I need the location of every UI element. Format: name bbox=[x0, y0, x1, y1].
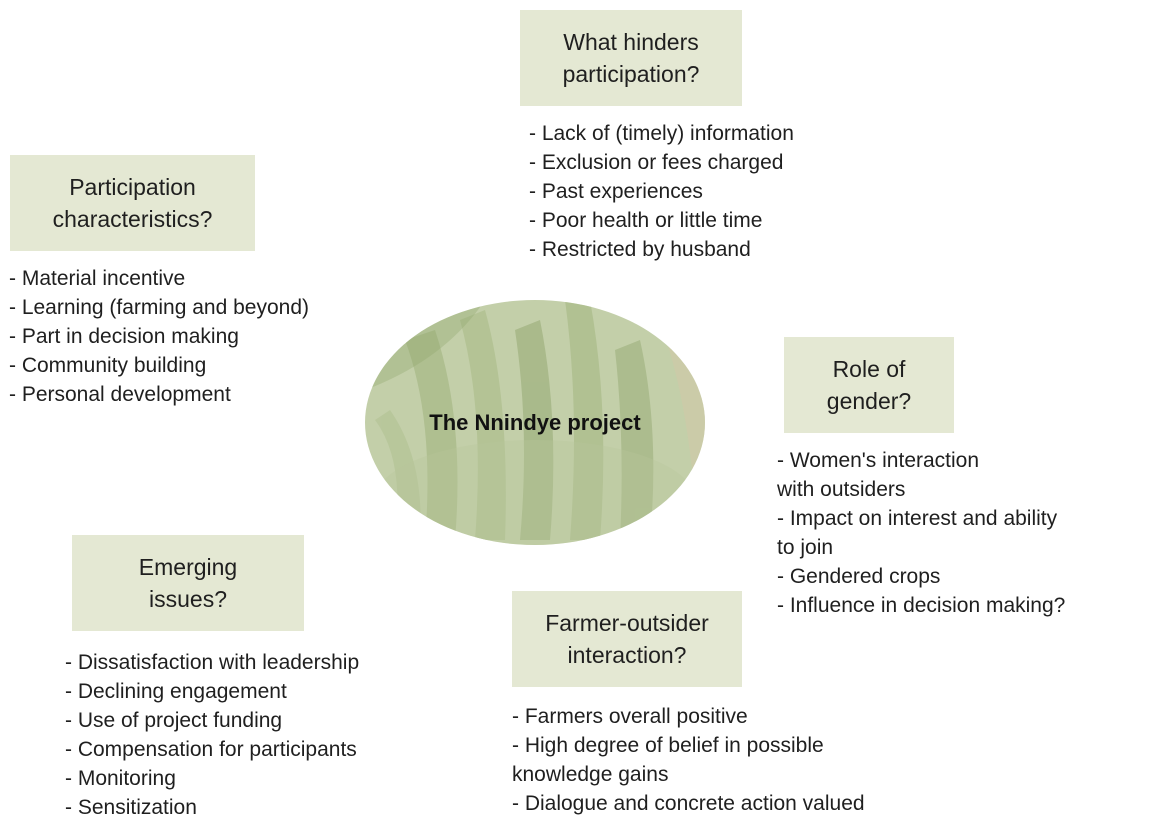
hinders-title-line: What hinders bbox=[563, 29, 699, 55]
list-item: with outsiders bbox=[777, 478, 906, 501]
gender-title-line: gender? bbox=[826, 388, 912, 414]
list-item: - Sensitization bbox=[65, 796, 197, 819]
list-item: - Community building bbox=[9, 354, 207, 377]
list-item: - Impact on interest and ability bbox=[777, 507, 1058, 530]
list-item: - Exclusion or fees charged bbox=[529, 151, 784, 174]
list-item: to join bbox=[777, 536, 834, 559]
list-item: - Compensation for participants bbox=[65, 738, 357, 761]
center-label: The Nnindye project bbox=[429, 409, 641, 435]
hinders-box: What hinders participation? bbox=[520, 10, 742, 106]
list-item: - Farmers overall positive bbox=[512, 705, 748, 728]
list-item: - Past experiences bbox=[529, 180, 703, 203]
list-item: - Poor health or little time bbox=[529, 209, 763, 232]
list-item: - Influence in decision making? bbox=[777, 594, 1066, 617]
gender-box: Role of gender? bbox=[784, 337, 954, 433]
characteristics-list: - Material incentive - Learning (farming… bbox=[9, 264, 309, 409]
emerging-box: Emerging issues? bbox=[72, 535, 304, 631]
list-item: - Dissatisfaction with leadership bbox=[65, 651, 360, 674]
list-item: - Gendered crops bbox=[777, 565, 941, 588]
list-item: - Women's interaction bbox=[777, 449, 980, 472]
list-item: knowledge gains bbox=[512, 763, 669, 786]
emerging-title-line: issues? bbox=[149, 586, 227, 612]
interaction-box: Farmer-outsider interaction? bbox=[512, 591, 742, 687]
emerging-title-line: Emerging bbox=[138, 554, 238, 580]
list-item: - Learning (farming and beyond) bbox=[9, 296, 310, 319]
interaction-title-line: interaction? bbox=[567, 642, 687, 668]
characteristics-title-line: Participation bbox=[69, 174, 196, 200]
interaction-title-line: Farmer-outsider bbox=[545, 610, 709, 636]
characteristics-box: Participation characteristics? bbox=[10, 155, 255, 251]
list-item: - High degree of belief in possible bbox=[512, 734, 824, 757]
list-item: - Declining engagement bbox=[65, 680, 287, 703]
list-item: - Dialogue and concrete action valued bbox=[512, 792, 865, 815]
hinders-list: - Lack of (timely) information - Exclusi… bbox=[529, 119, 794, 264]
list-item: - Restricted by husband bbox=[529, 238, 751, 261]
list-item: - Material incentive bbox=[9, 267, 186, 290]
interaction-list: - Farmers overall positive - High degree… bbox=[512, 702, 865, 818]
gender-title-line: Role of bbox=[832, 356, 906, 382]
list-item: - Part in decision making bbox=[9, 325, 239, 348]
list-item: - Monitoring bbox=[65, 767, 176, 790]
characteristics-title-line: characteristics? bbox=[52, 206, 213, 232]
list-item: - Use of project funding bbox=[65, 709, 283, 732]
center-ellipse: The Nnindye project bbox=[365, 300, 705, 545]
emerging-list: - Dissatisfaction with leadership - Decl… bbox=[65, 648, 359, 822]
gender-list: - Women's interaction with outsiders - I… bbox=[777, 446, 1065, 620]
hinders-title-line: participation? bbox=[562, 61, 700, 87]
list-item: - Personal development bbox=[9, 383, 231, 406]
list-item: - Lack of (timely) information bbox=[529, 122, 794, 145]
